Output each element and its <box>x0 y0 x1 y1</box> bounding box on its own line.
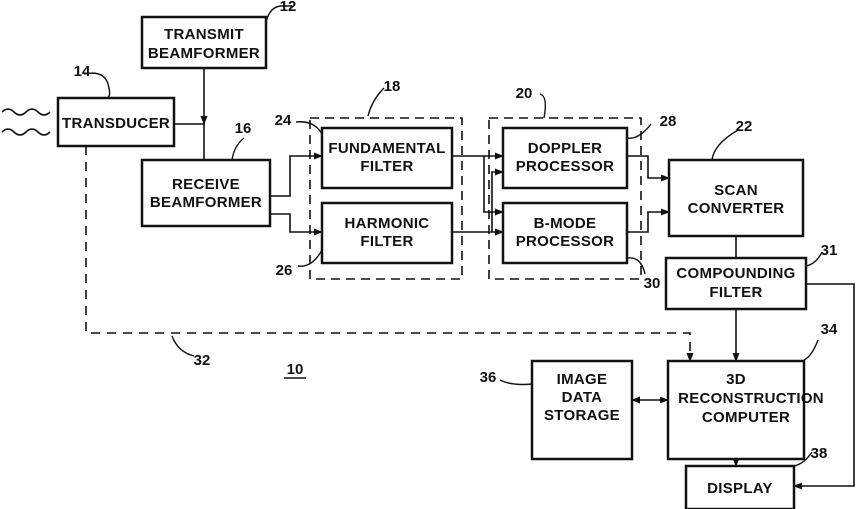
ref-38: 38 <box>811 445 828 462</box>
ref-34: 34 <box>821 321 838 338</box>
reconstruction-line2: RECONSTRUCTION <box>678 390 824 407</box>
harmonic-filter-block: HARMONIC FILTER <box>322 203 452 263</box>
ref-30: 30 <box>644 275 661 292</box>
receive-to-harmonic-line <box>270 214 322 232</box>
ref-12: 12 <box>280 0 297 15</box>
ref-24: 24 <box>275 112 292 129</box>
fundamental-to-bmode-line <box>484 156 503 212</box>
receive-beamformer-line1: RECEIVE <box>172 176 240 193</box>
harmonic-filter-line1: HARMONIC <box>345 215 430 232</box>
receive-beamformer-block: RECEIVE BEAMFORMER <box>142 160 270 226</box>
fundamental-filter-line1: FUNDAMENTAL <box>328 140 445 157</box>
doppler-processor-line1: DOPPLER <box>528 140 603 157</box>
scan-converter-block: SCAN CONVERTER <box>669 160 803 236</box>
transducer-block: TRANSDUCER <box>58 98 174 146</box>
bmode-processor-line2: PROCESSOR <box>516 233 615 250</box>
ref-31: 31 <box>821 242 838 259</box>
ref-28: 28 <box>660 113 677 130</box>
transmit-beamformer-block: TRANSMIT BEAMFORMER <box>142 17 266 68</box>
ref-20: 20 <box>516 85 533 102</box>
doppler-processor-line2: PROCESSOR <box>516 158 615 175</box>
transmit-beamformer-line2: BEAMFORMER <box>148 45 260 62</box>
ref-32: 32 <box>194 352 211 369</box>
storage-line3: STORAGE <box>544 407 620 424</box>
display-label: DISPLAY <box>707 480 773 497</box>
transducer-to-receive-line <box>174 124 204 160</box>
doppler-to-scan-line <box>627 156 669 178</box>
reconstruction-line3: COMPUTER <box>702 409 790 426</box>
fundamental-filter-line2: FILTER <box>360 158 413 175</box>
reconstruction-line1: 3D <box>726 371 746 388</box>
transducer-label: TRANSDUCER <box>62 115 170 132</box>
receive-to-fundamental-line <box>270 156 322 196</box>
ref-18: 18 <box>384 78 401 95</box>
ref-16: 16 <box>235 120 252 137</box>
ref-36: 36 <box>480 369 497 386</box>
ref-22: 22 <box>736 118 753 135</box>
compounding-filter-line1: COMPOUNDING <box>676 265 795 282</box>
bmode-to-scan-line <box>627 212 669 232</box>
fundamental-filter-block: FUNDAMENTAL FILTER <box>322 128 452 188</box>
ref-14: 14 <box>74 63 91 80</box>
doppler-processor-block: DOPPLER PROCESSOR <box>503 128 627 188</box>
image-data-storage-block: IMAGE DATA STORAGE <box>532 361 632 459</box>
acoustic-wave-icon <box>2 109 50 135</box>
bmode-processor-block: B-MODE PROCESSOR <box>503 203 627 263</box>
ref-26: 26 <box>276 262 293 279</box>
ref-10: 10 <box>287 361 304 378</box>
harmonic-to-doppler-line <box>492 172 503 232</box>
reconstruction-computer-block: 3D RECONSTRUCTION COMPUTER <box>668 361 824 459</box>
receive-beamformer-line2: BEAMFORMER <box>150 194 262 211</box>
scan-converter-line2: CONVERTER <box>688 200 785 217</box>
display-block: DISPLAY <box>686 466 794 509</box>
compounding-filter-block: COMPOUNDING FILTER <box>666 258 806 309</box>
harmonic-filter-line2: FILTER <box>360 233 413 250</box>
compounding-filter-line2: FILTER <box>709 284 762 301</box>
scan-converter-line1: SCAN <box>714 182 758 199</box>
bmode-processor-line1: B-MODE <box>534 215 597 232</box>
transmit-beamformer-line1: TRANSMIT <box>164 26 244 43</box>
storage-line2: DATA <box>562 389 603 406</box>
storage-line1: IMAGE <box>557 371 608 388</box>
